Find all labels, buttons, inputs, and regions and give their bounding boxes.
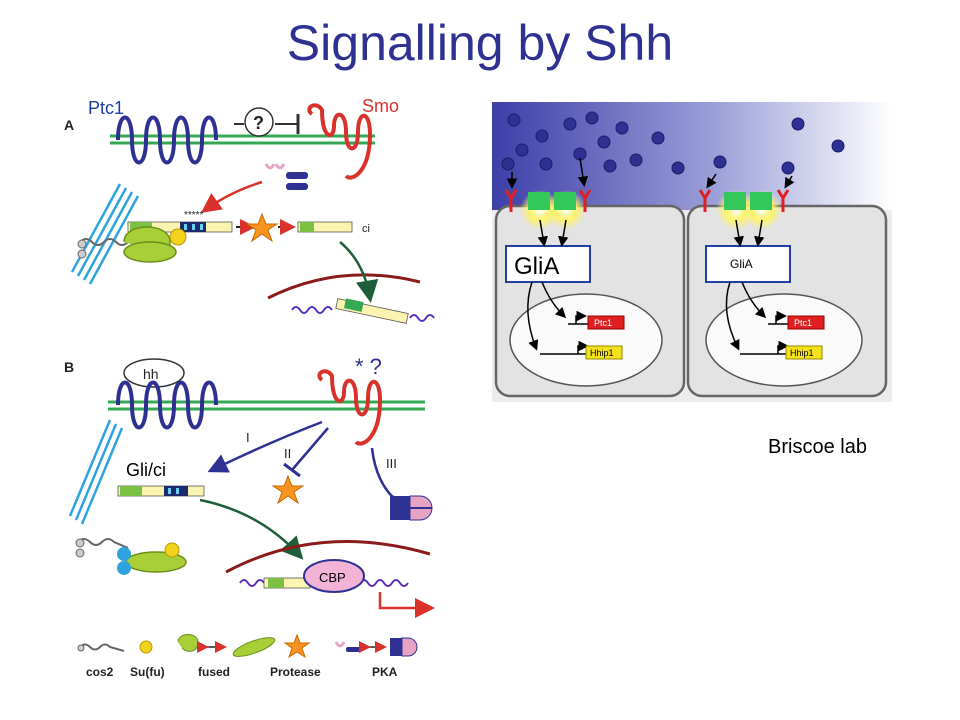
cbp-coactivator — [303, 559, 365, 593]
receptors-left — [504, 157, 592, 230]
smo-receptor-b — [317, 369, 383, 446]
pathway-1-arrow — [207, 420, 323, 473]
nuclear-membrane-b — [225, 540, 431, 574]
repressor-import-arrow — [339, 241, 379, 303]
protease-star-b — [271, 474, 305, 505]
legend-protease: Protease — [270, 665, 321, 679]
hhip1-gene-label-right: Hhip1 — [790, 348, 814, 358]
glia-label-left: GliA — [514, 253, 559, 280]
ci-stars: ***** — [184, 210, 204, 221]
smo-label: Smo — [362, 96, 399, 116]
slide-title: Signalling by Shh — [286, 15, 674, 71]
membrane-a — [110, 134, 375, 145]
hhip1-gene-label-left: Hhip1 — [590, 348, 614, 358]
glia-box-right — [705, 245, 791, 283]
pka-holoenzyme-b — [390, 495, 433, 521]
protease-star-a — [245, 212, 279, 243]
transcription-arrow — [378, 592, 435, 618]
smo-receptor — [307, 103, 373, 180]
receptors-right — [698, 173, 795, 230]
ptc1-gene-right — [768, 310, 825, 330]
panel-b-letter: B — [64, 359, 74, 375]
cell-diagram: GliA GliA Ptc1 Hhip1 Ptc1 Hhip1 — [492, 102, 892, 402]
ptc1-gene-label-right: Ptc1 — [794, 318, 812, 328]
ptc1-receptor — [116, 115, 218, 165]
legend-sufu: Su(fu) — [130, 665, 165, 679]
hh-ligand — [123, 358, 185, 388]
gli-ci-label: Gli/ci — [126, 460, 166, 480]
cos2-fused-sufu-complex-a — [77, 226, 187, 263]
nuclear-membrane-a — [267, 273, 421, 300]
ci-repressor — [297, 221, 353, 233]
ptc1-receptor-b — [116, 380, 218, 430]
shh-particles — [501, 111, 845, 175]
cbp-label: CBP — [319, 570, 346, 585]
ci-label: ci — [362, 223, 370, 235]
dna-a — [291, 298, 435, 324]
membrane-b — [108, 400, 425, 411]
pka-pieces-a — [264, 163, 308, 190]
hh-label: hh — [143, 366, 159, 382]
gli-full-length — [117, 485, 205, 497]
smo-phospho-mark: * ? — [355, 354, 382, 379]
hhip1-gene-right — [740, 340, 823, 360]
legend-fused: fused — [198, 665, 230, 679]
processing-arrow-a — [200, 180, 263, 213]
legend — [77, 633, 418, 659]
pathway-3-label: III — [386, 456, 397, 471]
question-bubble — [244, 107, 274, 137]
ptc1-label: Ptc1 — [88, 98, 124, 118]
legend-cos2: cos2 — [86, 665, 114, 679]
glia-label-right: GliA — [730, 257, 753, 271]
microtubules-b — [68, 419, 124, 525]
dna-b — [239, 577, 409, 589]
glia-box-left — [505, 245, 591, 283]
nucleus-right — [705, 293, 863, 387]
hhip1-gene-left — [540, 340, 623, 360]
pathway-diagram: A Ptc1 Smo ? ***** — [64, 96, 435, 679]
legend-pka: PKA — [372, 665, 398, 679]
question-mark: ? — [253, 113, 264, 133]
pathway-1-label: I — [246, 430, 250, 445]
panel-a-letter: A — [64, 117, 74, 133]
cos2-fused-complex-b — [75, 538, 187, 575]
pathway-2-label: II — [284, 446, 291, 461]
pathway-2-inhibit — [291, 427, 329, 471]
lab-credit: Briscoe lab — [768, 436, 867, 458]
ptc1-gene-label-left: Ptc1 — [594, 318, 612, 328]
ptc1-gene-left — [568, 310, 625, 330]
